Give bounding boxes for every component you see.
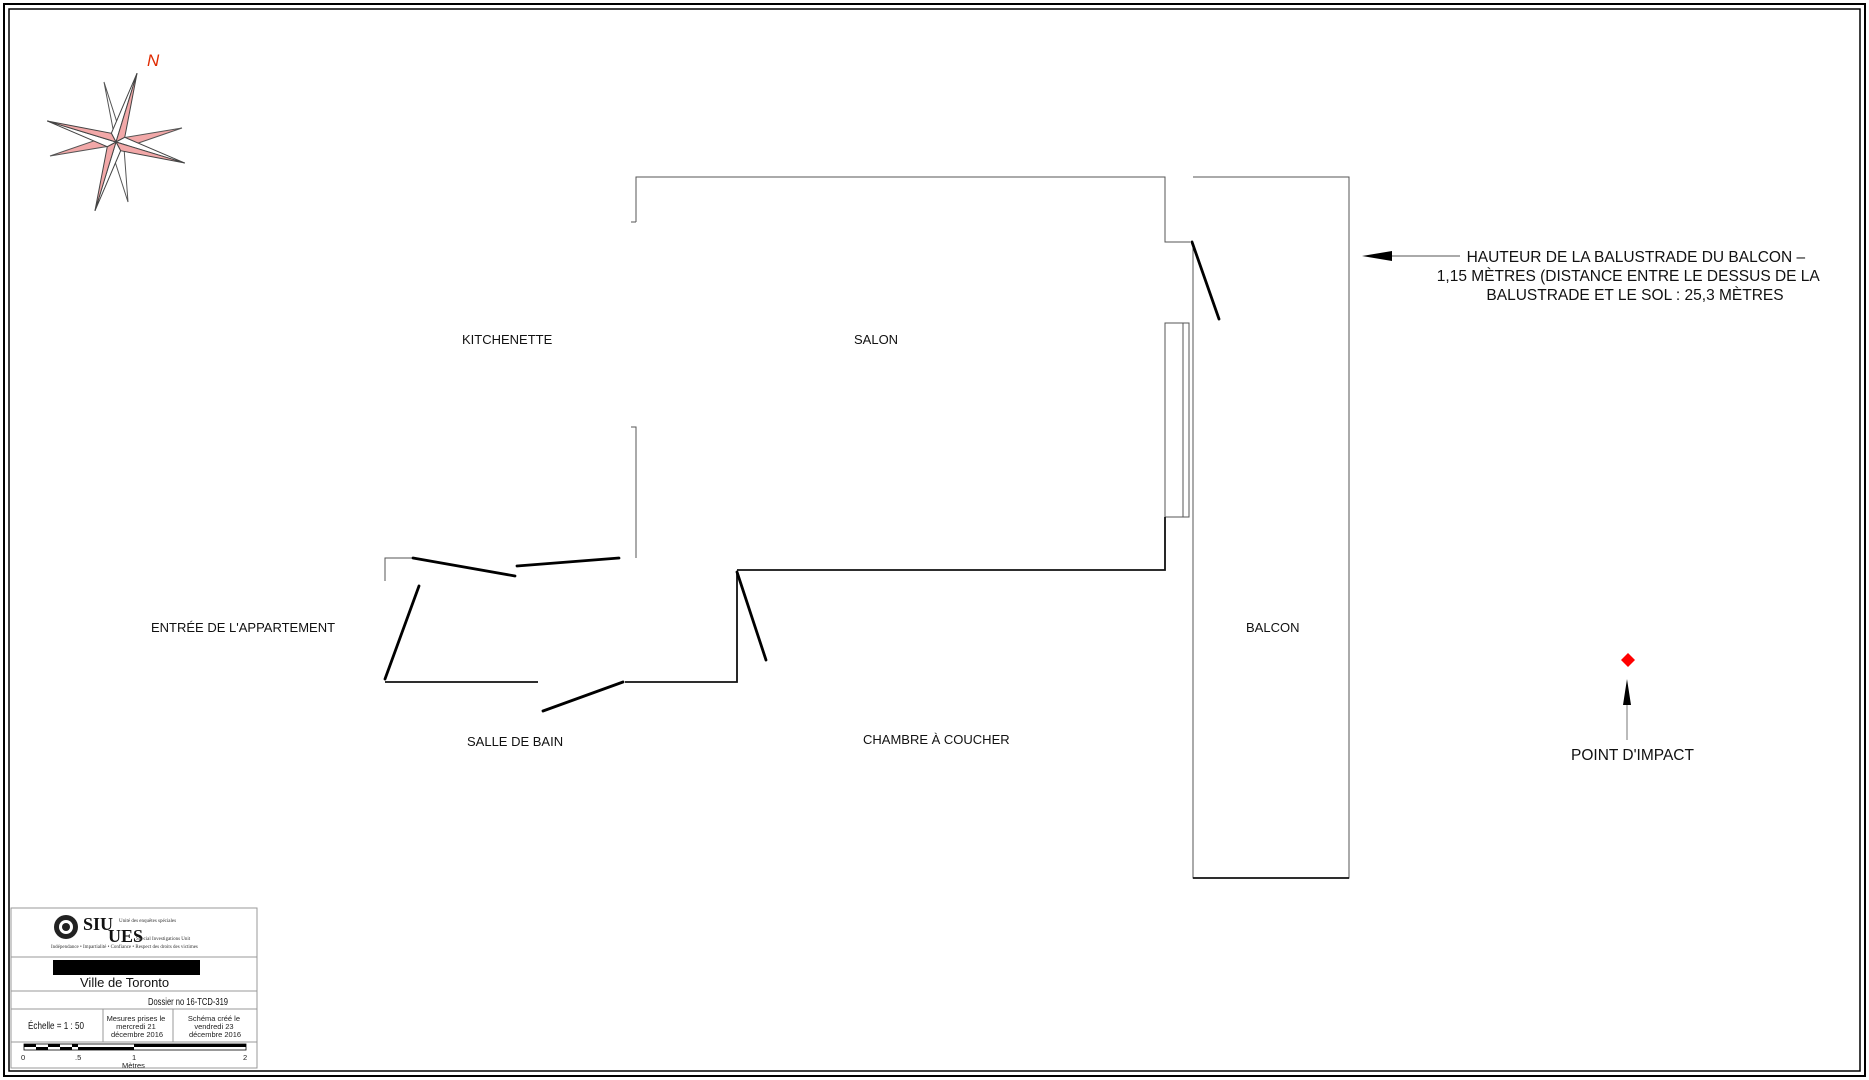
balcony-note-line-1: HAUTEUR DE LA BALUSTRADE DU BALCON – — [1467, 249, 1806, 266]
impact-label: POINT D'IMPACT — [1571, 747, 1694, 764]
city-label: Ville de Toronto — [80, 975, 169, 990]
created-date: Schéma créé le vendredi 23 décembre 2016 — [188, 1014, 242, 1039]
entry-stub-wall — [384, 557, 413, 581]
svg-text:Special Investigations Unit: Special Investigations Unit — [136, 937, 191, 942]
scale-bar: 0 .5 1 2 Mètres — [21, 1043, 247, 1070]
outer-border — [3, 3, 1866, 1077]
arrow-left-icon — [1362, 251, 1392, 261]
door-entrance — [383, 584, 421, 681]
svg-text:SIU: SIU — [83, 914, 113, 934]
bathroom-bottom-wall-right — [625, 572, 738, 683]
scale-label: Échelle = 1 : 50 — [28, 1019, 84, 1032]
kitchen-partition-wall — [631, 426, 637, 558]
svg-text:Unité des enquêtes spéciales: Unité des enquêtes spéciales — [119, 919, 176, 924]
salon-top-wall — [635, 176, 1190, 243]
door-balcony — [1190, 240, 1221, 321]
room-label-entree: ENTRÉE DE L'APPARTEMENT — [151, 620, 335, 635]
siu-logo: SIU UES Unité des enquêtes spéciales Spe… — [51, 914, 198, 950]
arrow-up-icon — [1623, 679, 1631, 705]
room-label-salon: SALON — [854, 332, 898, 347]
doors — [383, 240, 1221, 713]
scale-tick-0: 0 — [21, 1053, 25, 1062]
dossier-label: Dossier no 16-TCD-319 — [148, 996, 228, 1008]
balcony-note-line-3: BALUSTRADE ET LE SOL : 25,3 MÈTRES — [1486, 287, 1783, 304]
room-label-balcon: BALCON — [1246, 620, 1299, 635]
balcony-sliding-door — [1164, 322, 1190, 518]
title-block: SIU UES Unité des enquêtes spéciales Spe… — [10, 907, 258, 1070]
impact-marker-icon — [1621, 653, 1635, 667]
walls — [384, 176, 1350, 879]
north-label: N — [147, 51, 160, 70]
svg-text:UES: UES — [108, 926, 143, 946]
door-entry-2 — [515, 556, 621, 568]
thick-walls — [385, 517, 1349, 879]
redacted-bar — [53, 960, 200, 975]
balcony-note-arrow — [1362, 251, 1460, 261]
scale-tick-1: 1 — [132, 1053, 136, 1062]
door-bedroom — [735, 570, 768, 662]
inner-border — [8, 8, 1861, 1072]
scale-tick-half: .5 — [75, 1053, 81, 1062]
balcony-note: HAUTEUR DE LA BALUSTRADE DU BALCON – 1,1… — [1437, 249, 1823, 304]
room-label-chambre: CHAMBRE À COUCHER — [863, 732, 1010, 747]
room-label-kitchenette: KITCHENETTE — [462, 332, 553, 347]
door-entry-1 — [411, 556, 517, 578]
door-bathroom — [541, 680, 625, 713]
measured-date: Mesures prises le mercredi 21 décembre 2… — [107, 1014, 168, 1039]
scale-tick-2: 2 — [243, 1053, 247, 1062]
compass-rose-icon — [46, 72, 186, 212]
scale-unit: Mètres — [122, 1061, 145, 1070]
svg-text:Indépendance • Impartialité •: Indépendance • Impartialité • Confiance … — [51, 945, 198, 950]
balcony-note-line-2: 1,15 MÈTRES (DISTANCE ENTRE LE DESSUS DE… — [1437, 268, 1821, 285]
bedroom-top-wall — [737, 517, 1166, 571]
room-label-salle-de-bain: SALLE DE BAIN — [467, 734, 563, 749]
balcony-outline — [1192, 176, 1350, 879]
